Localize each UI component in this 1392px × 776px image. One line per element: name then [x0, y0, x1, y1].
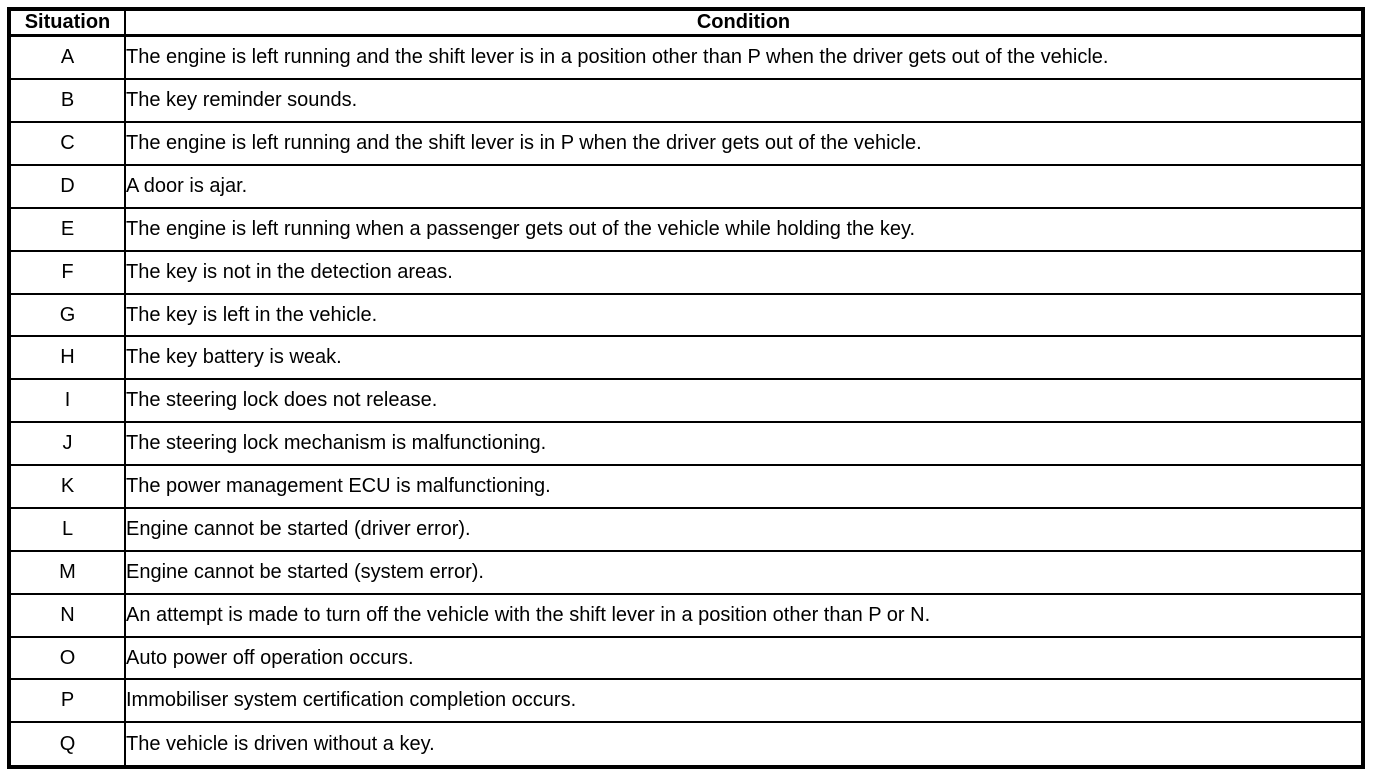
condition-cell: Immobiliser system certification complet… [124, 678, 1364, 724]
situation-cell: P [8, 678, 126, 724]
condition-cell: The key reminder sounds. [124, 78, 1364, 124]
situation-cell: O [8, 635, 126, 681]
situation-cell: C [8, 121, 126, 166]
situation-cell: L [8, 506, 126, 552]
condition-cell: An attempt is made to turn off the vehic… [124, 592, 1364, 638]
table-row: B The key reminder sounds. [8, 78, 1364, 124]
table-row: M Engine cannot be started (system error… [8, 549, 1364, 595]
condition-cell: Engine cannot be started (system error). [124, 549, 1364, 595]
situation-cell: K [8, 464, 126, 509]
condition-cell: Engine cannot be started (driver error). [124, 506, 1364, 552]
situation-cell: G [8, 292, 126, 338]
table-row: A The engine is left running and the shi… [8, 34, 1364, 81]
condition-cell: The key is left in the vehicle. [124, 292, 1364, 338]
table-row: I The steering lock does not release. [8, 378, 1364, 424]
situation-cell: B [8, 78, 126, 124]
situation-cell: E [8, 206, 126, 252]
situation-cell: A [8, 34, 126, 81]
table-row: L Engine cannot be started (driver error… [8, 506, 1364, 552]
condition-cell: A door is ajar. [124, 163, 1364, 209]
condition-column-header: Condition [124, 8, 1364, 37]
table-row: H The key battery is weak. [8, 335, 1364, 381]
table-header-row: Situation Condition [8, 8, 1364, 37]
condition-cell: The engine is left running and the shift… [124, 121, 1364, 166]
table-row: K The power management ECU is malfunctio… [8, 464, 1364, 509]
situation-cell: Q [8, 721, 126, 768]
condition-cell: Auto power off operation occurs. [124, 635, 1364, 681]
situation-cell: I [8, 378, 126, 424]
situation-cell: J [8, 421, 126, 467]
situation-cell: M [8, 549, 126, 595]
table-row: O Auto power off operation occurs. [8, 635, 1364, 681]
document-page: Situation Condition A The engine is left… [7, 7, 1365, 769]
condition-cell: The vehicle is driven without a key. [124, 721, 1364, 768]
table-row: F The key is not in the detection areas. [8, 249, 1364, 295]
table-row: C The engine is left running and the shi… [8, 121, 1364, 166]
situation-cell: N [8, 592, 126, 638]
table-row: J The steering lock mechanism is malfunc… [8, 421, 1364, 467]
table-row: P Immobiliser system certification compl… [8, 678, 1364, 724]
situation-cell: D [8, 163, 126, 209]
condition-cell: The steering lock mechanism is malfuncti… [124, 421, 1364, 467]
condition-cell: The engine is left running when a passen… [124, 206, 1364, 252]
condition-cell: The key is not in the detection areas. [124, 249, 1364, 295]
situation-condition-table: Situation Condition A The engine is left… [7, 7, 1365, 769]
table-row: N An attempt is made to turn off the veh… [8, 592, 1364, 638]
table-row: G The key is left in the vehicle. [8, 292, 1364, 338]
condition-cell: The steering lock does not release. [124, 378, 1364, 424]
condition-cell: The engine is left running and the shift… [124, 34, 1364, 81]
situation-cell: F [8, 249, 126, 295]
table-row: D A door is ajar. [8, 163, 1364, 209]
situation-column-header: Situation [8, 8, 126, 37]
situation-cell: H [8, 335, 126, 381]
table-row: E The engine is left running when a pass… [8, 206, 1364, 252]
table-row: Q The vehicle is driven without a key. [8, 721, 1364, 768]
condition-cell: The key battery is weak. [124, 335, 1364, 381]
condition-cell: The power management ECU is malfunctioni… [124, 464, 1364, 509]
